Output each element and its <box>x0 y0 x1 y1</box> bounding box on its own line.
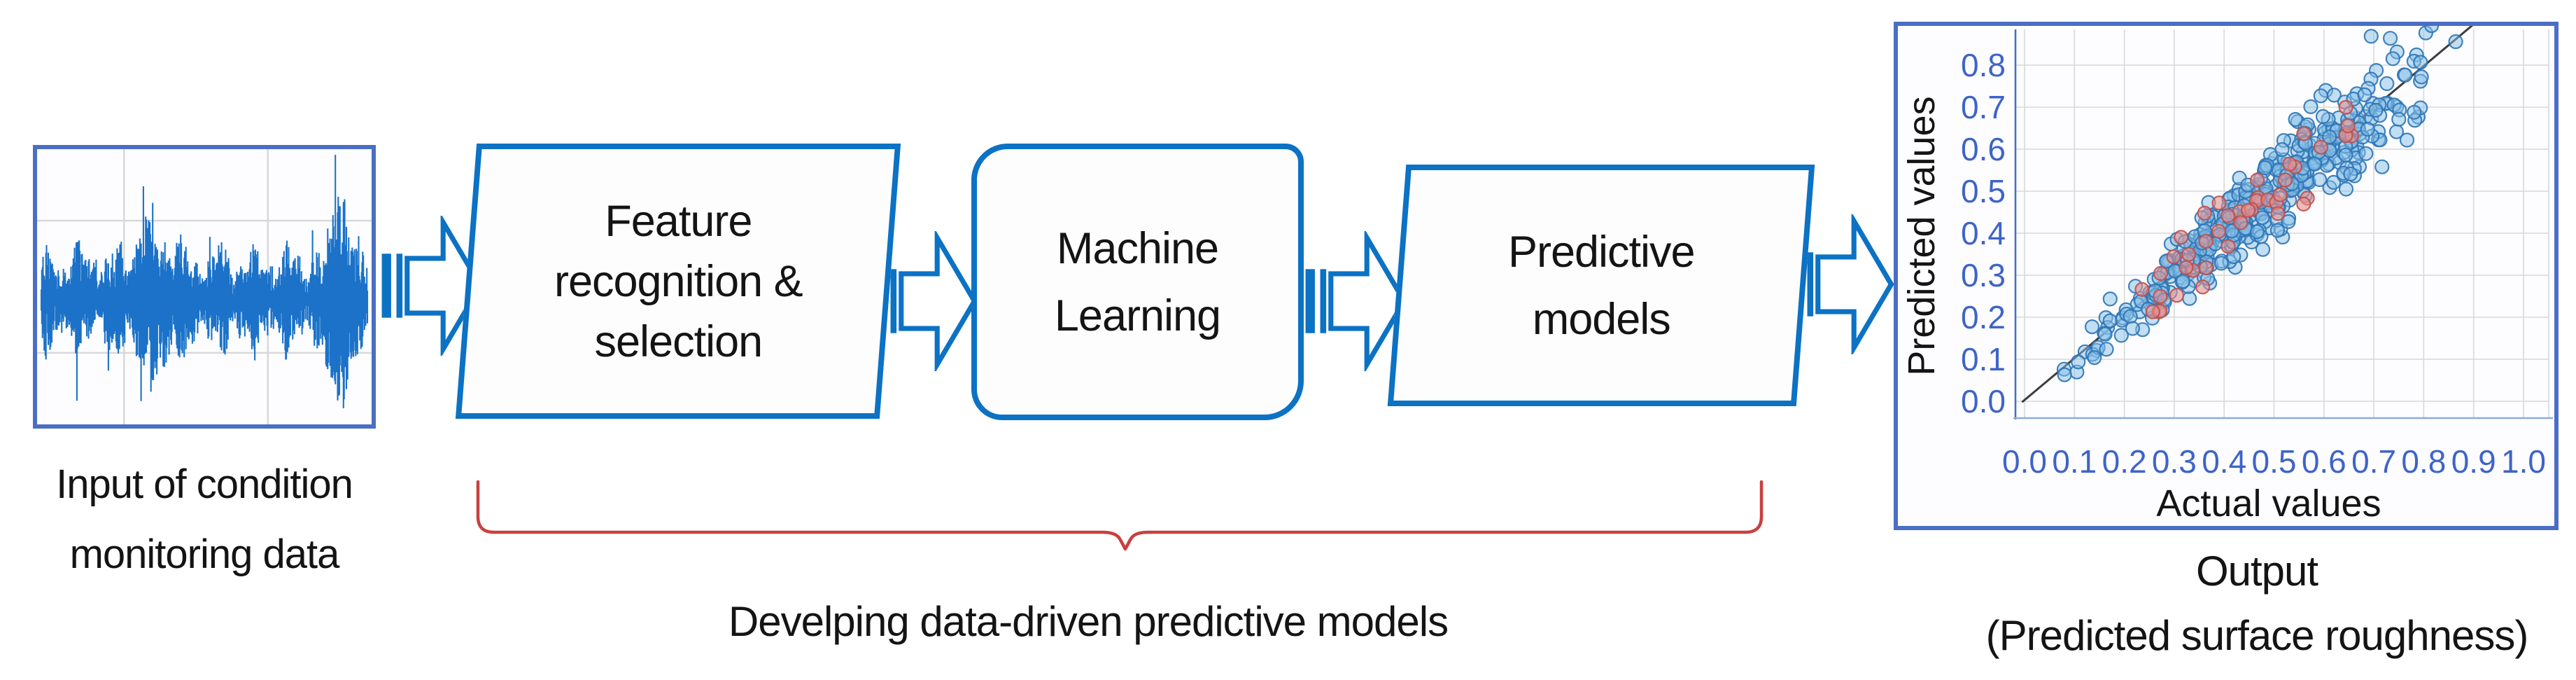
predictive-models-label: Predictive models <box>1508 218 1695 353</box>
feature-recognition-label: Feature recognition & selection <box>554 191 803 372</box>
brace-caption-text: Develping data-driven predictive models <box>728 598 1449 645</box>
feature-recognition-box: Feature recognition & selection <box>455 144 901 419</box>
ml-line2: Learning <box>1054 291 1221 340</box>
x-tick-label: 0.6 <box>2302 443 2346 480</box>
feature-line1: Feature <box>604 196 752 246</box>
waveform-chart-icon <box>37 149 372 424</box>
output-caption: Output (Predicted surface roughness) <box>1931 539 2576 668</box>
y-axis-title: Predicted values <box>1901 96 1943 375</box>
y-tick-label: 0.0 <box>1961 383 2006 419</box>
y-tick-label: 0.5 <box>1961 173 2006 209</box>
ml-line1: Machine <box>1056 223 1219 273</box>
brace-caption: Develping data-driven predictive models <box>633 594 1543 650</box>
x-tick-label: 0.9 <box>2451 443 2496 480</box>
input-caption-line2: monitoring data <box>69 532 340 577</box>
predictive-models-box: Predictive models <box>1387 165 1815 406</box>
machine-learning-box: Machine Learning <box>971 144 1304 420</box>
x-tick-label: 1.0 <box>2501 443 2546 480</box>
output-caption-line2: (Predicted surface roughness) <box>1985 612 2529 659</box>
y-tick-label: 0.3 <box>1961 257 2006 293</box>
y-tick-label: 0.4 <box>1961 215 2006 251</box>
scope-brace-icon <box>476 480 1764 551</box>
x-tick-label: 0.5 <box>2252 443 2297 480</box>
feature-line3: selection <box>594 317 762 366</box>
input-caption-line1: Input of condition <box>56 462 353 507</box>
y-tick-label: 0.6 <box>1961 131 2006 167</box>
machine-learning-label: Machine Learning <box>1054 215 1221 349</box>
flow-arrow-icon <box>381 216 484 356</box>
x-tick-label: 0.2 <box>2102 443 2147 480</box>
x-tick-label: 0.1 <box>2052 443 2097 480</box>
predictive-line1: Predictive <box>1507 227 1695 277</box>
x-tick-label: 0.4 <box>2202 443 2246 480</box>
y-tick-label: 0.1 <box>1961 341 2006 377</box>
y-tick-label: 0.7 <box>1961 89 2006 125</box>
x-axis-title: Actual values <box>2156 483 2381 525</box>
input-signal-plot <box>33 145 376 429</box>
predictive-line2: models <box>1532 294 1670 344</box>
output-caption-line1: Output <box>2195 548 2318 595</box>
feature-line2: recognition & <box>554 256 803 306</box>
x-tick-label: 0.7 <box>2351 443 2396 480</box>
y-tick-label: 0.8 <box>1961 47 2006 83</box>
flow-arrow-icon <box>1305 231 1407 371</box>
x-tick-label: 0.0 <box>2002 443 2047 480</box>
x-tick-label: 0.8 <box>2401 443 2446 480</box>
y-tick-label: 0.2 <box>1961 299 2006 335</box>
x-tick-label: 0.3 <box>2152 443 2197 480</box>
input-caption: Input of condition monitoring data <box>8 450 400 590</box>
